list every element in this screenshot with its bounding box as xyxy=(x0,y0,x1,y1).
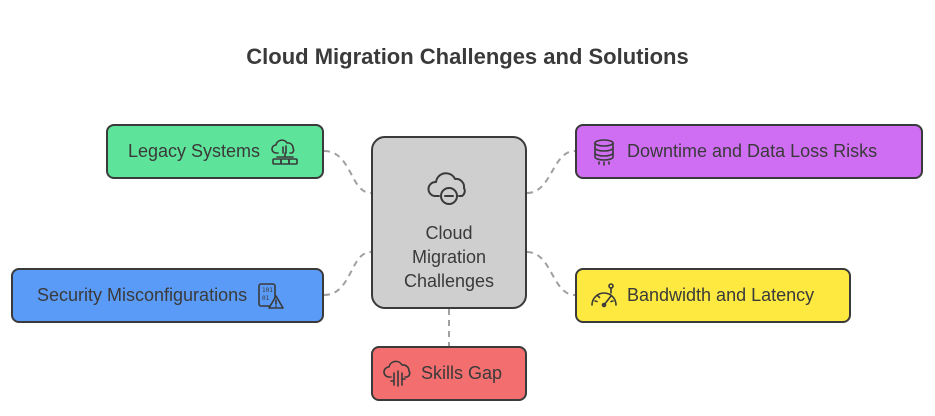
connector-downtime xyxy=(526,150,576,194)
svg-text:01: 01 xyxy=(262,295,270,302)
node-bandwidth-latency: Bandwidth and Latency xyxy=(575,268,851,323)
node-legacy-systems: Legacy Systems xyxy=(106,124,324,179)
svg-text:101: 101 xyxy=(262,287,273,294)
speedometer-icon xyxy=(589,281,619,311)
center-node: Cloud Migration Challenges xyxy=(371,136,527,309)
connector-legacy xyxy=(323,150,372,194)
data-warning-icon: 101 01 xyxy=(255,281,285,311)
connector-security xyxy=(323,251,372,296)
connector-bandwidth xyxy=(526,251,576,296)
node-skills-gap: Skills Gap xyxy=(371,346,527,401)
node-label: Downtime and Data Loss Risks xyxy=(627,141,878,161)
node-downtime-data-loss: Downtime and Data Loss Risks xyxy=(575,124,923,179)
center-label: Cloud Migration Challenges xyxy=(403,223,495,291)
cloud-minus-icon xyxy=(427,166,471,215)
cloud-brain-icon xyxy=(383,359,413,389)
node-security-misconfigurations: Security Misconfigurations 101 01 xyxy=(11,268,324,323)
cloud-network-icon xyxy=(270,137,300,167)
node-label: Legacy Systems xyxy=(128,141,261,161)
node-label: Skills Gap xyxy=(421,363,503,383)
diagram-title: Cloud Migration Challenges and Solutions xyxy=(246,44,689,69)
node-label: Bandwidth and Latency xyxy=(627,285,815,305)
node-label: Security Misconfigurations xyxy=(37,285,248,305)
database-icon xyxy=(589,137,619,167)
